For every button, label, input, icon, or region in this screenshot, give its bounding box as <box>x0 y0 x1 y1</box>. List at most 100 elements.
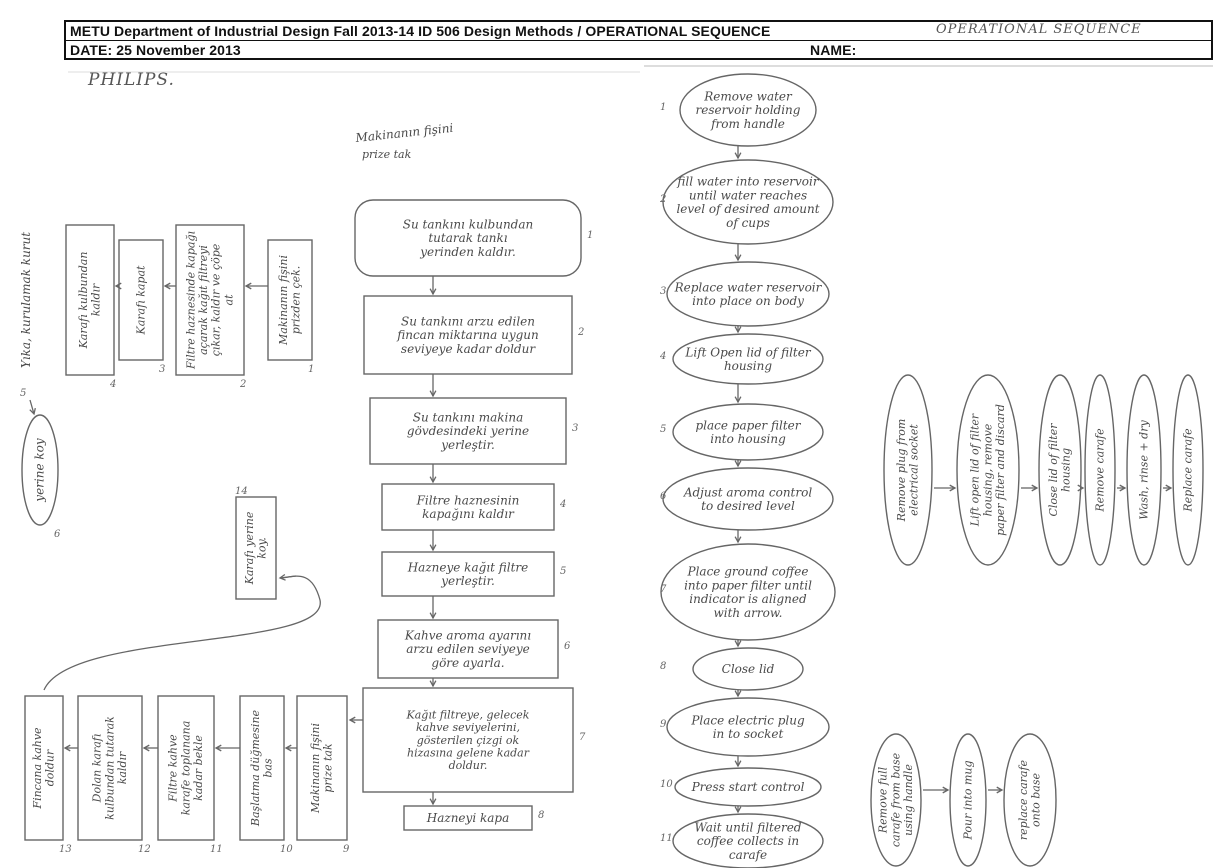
en-step-oval <box>672 813 824 868</box>
en-post-step-text: Pour into mug <box>961 760 974 840</box>
en-cleanup-step-oval <box>1126 374 1162 566</box>
tr-bottom-step-number: 12 <box>138 844 151 855</box>
en-step-number: 9 <box>660 719 667 730</box>
tr-cleanup-step-text: Karafı kulbundan <box>77 252 90 350</box>
en-step-text: into paper filter until <box>684 578 812 592</box>
en-cleanup-arrow <box>1163 484 1173 492</box>
en-post-step-oval <box>870 733 922 867</box>
en-cleanup-step-text: electrical socket <box>908 424 921 516</box>
tr-step-box <box>362 687 574 793</box>
en-step-number: 7 <box>660 584 667 595</box>
tr-step-text: Su tankını makina <box>413 410 523 424</box>
tr-step-text: arzu edilen seviyeye <box>406 642 530 656</box>
tr-heading-line: prize tak <box>362 148 412 161</box>
tr-bottom-step-text: kulbundan tutarak <box>103 716 116 820</box>
en-step-text: into place on body <box>692 294 804 308</box>
tr-bottom-step-text: Makinanın fişini <box>309 723 322 814</box>
en-cleanup-step-text: Remove carafe <box>1093 428 1106 513</box>
tr-step-text: Su tankını arzu edilen <box>401 314 535 328</box>
en-step-text: Place ground coffee <box>687 565 809 579</box>
tr-step-14-box <box>235 496 277 600</box>
en-step-oval <box>662 467 834 531</box>
tr-step-box <box>354 199 582 277</box>
en-step-text: Wait until filtered <box>695 820 802 834</box>
en-cleanup-arrow <box>1021 484 1039 492</box>
tr-cleanup-step-number: 1 <box>308 364 314 375</box>
tr-bottom-step-number: 10 <box>280 844 293 855</box>
tr-step-text: Filtre haznesinin <box>416 493 520 507</box>
en-cleanup-step-text: Remove plug from <box>895 419 908 523</box>
tr-bottom-step-number: 13 <box>59 844 72 855</box>
tr-cleanup-arrow <box>29 399 36 416</box>
tr-bottom-step-text: kaldır <box>116 751 129 784</box>
tr-step-number: 5 <box>560 566 566 577</box>
tr-cleanup-step-box <box>175 224 245 376</box>
tr-bottom-step-text: kadar bekle <box>192 735 205 801</box>
tr-arrow <box>429 596 437 620</box>
en-step-number: 3 <box>660 286 666 297</box>
tr-cleanup-step-box <box>267 239 313 361</box>
tr-step-text: tutarak tankı <box>428 231 507 245</box>
en-cleanup-step-text: Replace carafe <box>1181 428 1194 513</box>
en-step-oval <box>679 73 817 147</box>
tr-cleanup-last-number: 6 <box>54 529 61 540</box>
tr-bottom-step-number: 9 <box>343 844 350 855</box>
en-step-oval <box>672 403 824 461</box>
tr-step-text: seviyeye kadar doldur <box>401 342 536 356</box>
en-cleanup-arrow <box>934 484 957 492</box>
tr-cleanup-step-number: 5 <box>20 388 26 399</box>
tr-step-text: Su tankını kulbundan <box>403 217 534 231</box>
tr-step-number: 8 <box>538 810 544 821</box>
tr-return-curve <box>43 575 321 691</box>
tr-step-text: kahve seviyelerini, <box>416 721 520 734</box>
tr-step-text: fincan miktarına uygun <box>396 328 539 342</box>
en-step-text: Adjust aroma control <box>683 485 813 499</box>
en-step-oval <box>666 697 830 757</box>
tr-heading-line: Makinanın fişini <box>354 121 454 145</box>
tr-bottom-arrow <box>63 744 78 752</box>
tr-cleanup-step-number: 3 <box>159 364 165 375</box>
en-cleanup-step-text: paper filter and discard <box>994 404 1007 536</box>
en-arrow <box>734 690 742 698</box>
en-step-oval <box>692 647 804 691</box>
tr-step-text: Hazneye kağıt filtre <box>407 560 529 574</box>
tr-arrow <box>429 276 437 296</box>
tr-arrow <box>429 678 437 688</box>
tr-arrow <box>429 792 437 806</box>
en-step-text: to desired level <box>701 499 795 513</box>
en-arrow <box>734 326 742 334</box>
en-post-arrow <box>988 786 1004 794</box>
tr-step-text: Kağıt filtreye, gelecek <box>406 709 530 722</box>
tr-arrow <box>429 374 437 398</box>
tr-bottom-arrow <box>214 744 240 752</box>
tr-cleanup-step-number: 2 <box>239 379 246 390</box>
en-step-text: place paper filter <box>696 418 802 432</box>
en-cleanup-arrow <box>1117 484 1127 492</box>
en-cleanup-step-text: housing <box>1060 448 1073 492</box>
en-arrow <box>734 806 742 814</box>
en-step-text: indicator is aligned <box>689 592 807 606</box>
tr-step-box <box>403 805 533 831</box>
en-step-text: Lift Open lid of filter <box>684 345 811 359</box>
tr-step-box <box>381 483 555 531</box>
tr-step-number: 7 <box>579 732 586 743</box>
tr-cleanup-step-text: at <box>222 294 235 306</box>
tr-bottom-step-text: Dolan karafı <box>91 734 104 804</box>
en-step-text: housing <box>724 359 772 373</box>
en-arrow <box>734 640 742 648</box>
tr-bottom-step-box <box>296 695 348 841</box>
tr-bottom-arrow <box>284 744 297 752</box>
tr-step-text: kapağını kaldır <box>422 507 515 521</box>
tr-step-number: 6 <box>564 641 571 652</box>
tr-bottom-step-text: Fincana kahve <box>31 727 44 810</box>
en-arrow <box>734 384 742 404</box>
tr-cleanup-last-text: yerine koy <box>33 438 47 503</box>
en-post-arrow <box>923 786 950 794</box>
tr-step-text: gösterilen çizgi ok <box>417 734 520 747</box>
en-step-text: until water reaches <box>689 188 807 202</box>
tr-step-text: göre ayarla. <box>431 656 504 670</box>
en-step-number: 1 <box>660 102 666 113</box>
tr-cleanup-step-box <box>65 224 115 376</box>
tr-cleanup-step-number: 4 <box>109 379 116 390</box>
